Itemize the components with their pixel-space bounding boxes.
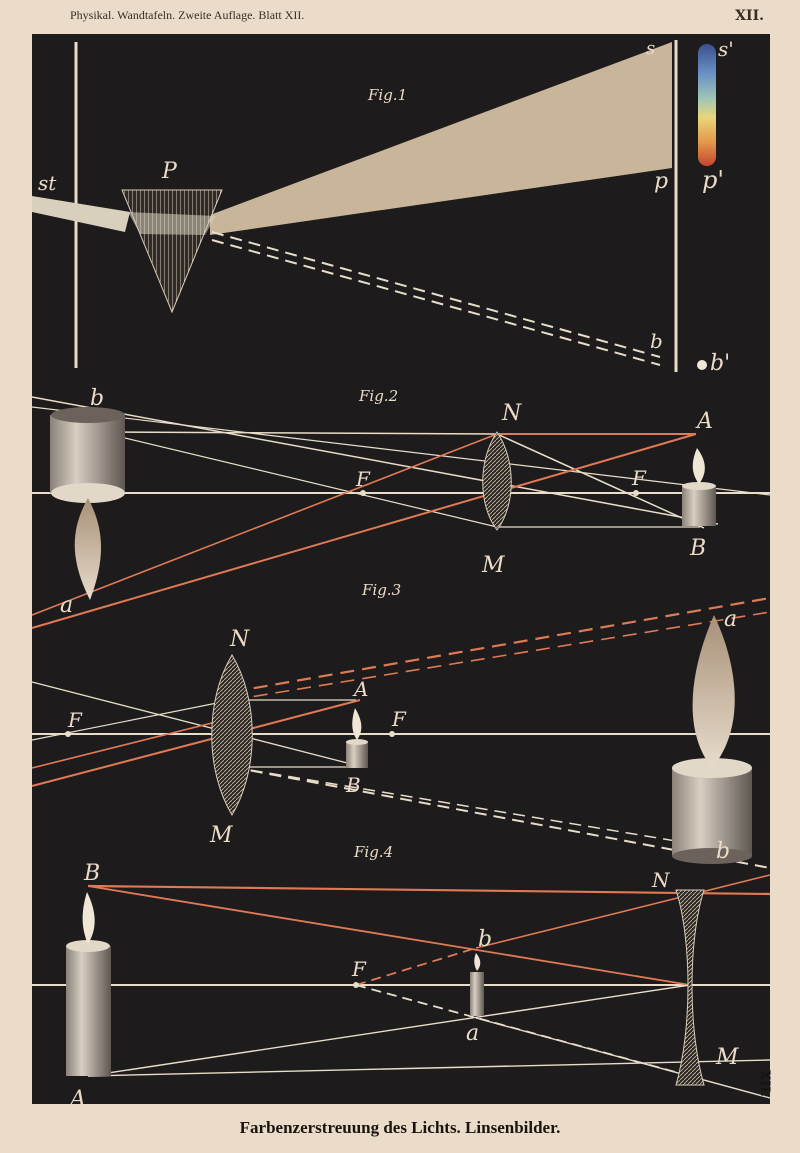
concave-lens-NM [675,889,705,1086]
label-B: B [689,536,706,561]
lens-NM [211,654,253,816]
label-p-prime: p' [702,166,724,194]
side-plate-mark: XII. [757,1070,772,1097]
label-b: b [716,839,730,864]
ray-white-4 [496,433,705,529]
focus-F1 [360,490,366,496]
ray-red-1 [87,884,771,896]
focus-F1 [65,731,71,737]
prism-P [121,189,223,314]
ray-white-1 [87,1059,771,1077]
object-candle-top [346,739,368,745]
image-candle [50,415,125,493]
ray-red-3 [31,433,498,616]
image-candle-base [51,483,125,503]
label-P: P [161,159,178,184]
fig3-title: Fig.3 [361,581,401,599]
label-b: b [650,329,663,353]
lens-NM [482,431,512,531]
label-F2: F [391,707,407,731]
ray-red-2 [31,717,233,769]
object-candle-top [682,482,716,490]
fig1 [32,40,716,372]
image-candle-top [51,407,125,423]
fig3 [31,596,771,869]
ray-white-1 [31,396,719,525]
label-a: a [60,593,73,618]
label-F1: F [355,467,371,491]
beam-in-prism [128,212,216,235]
object-candle [682,486,716,526]
fig1-title: Fig.1 [367,86,407,104]
virtual-image-candle-bottom [672,848,752,864]
ray-red-2 [31,433,697,629]
undeviated-ray-2 [211,239,661,366]
virtual-ray-red-1 [231,596,771,694]
object-flame [692,448,705,484]
point-b-prime [697,360,707,370]
fig2 [31,396,771,629]
label-N: N [651,868,671,892]
fig2-title: Fig.2 [358,387,398,405]
virtual-ray-white [355,984,691,1077]
virtual-ray-red-2 [231,611,771,701]
label-b: b [90,386,104,411]
label-A: A [695,409,713,434]
header-plate-number: XII. [735,8,764,24]
virtual-ray-2 [231,766,731,851]
label-B: B [345,773,361,797]
label-s: s [646,38,655,59]
image-flame [74,498,102,600]
label-F1: F [67,708,83,732]
ray-red-3 [475,874,771,949]
label-M: M [209,823,233,848]
focus-F2 [633,490,639,496]
label-N: N [229,627,250,652]
incident-beam [32,196,130,232]
object-flame [352,708,362,740]
label-s-prime: s' [718,37,734,61]
object-candle [66,946,111,1076]
object-flame [82,892,95,944]
plate-title: Farbenzerstreuung des Lichts. Linsenbild… [239,1118,561,1137]
label-A: A [352,677,368,701]
label-p: p [654,169,668,194]
label-a: a [724,607,737,632]
fig4 [32,874,771,1099]
image-candle [470,972,484,1016]
object-candle [346,742,368,768]
ray-white-3 [99,431,498,435]
label-N: N [501,401,522,426]
virtual-image-flame [692,615,735,768]
label-a: a [466,1021,479,1046]
header-left: Physikal. Wandtafeln. Zweite Auflage. Bl… [70,8,305,22]
spectrum-bar [698,44,716,166]
ray-white-1 [31,681,356,766]
label-F2: F [631,466,647,490]
label-M: M [481,553,505,578]
image-flame [474,953,481,971]
label-A: A [68,1087,86,1112]
label-F: F [351,957,367,981]
label-st: st [38,171,57,195]
focus-F2 [389,731,395,737]
label-b-prime: b' [710,351,730,376]
object-candle-top [66,940,110,952]
dispersed-beam [210,42,672,235]
fig4-title: Fig.4 [353,843,393,861]
virtual-image-candle [672,768,752,856]
ray-white-2 [31,406,771,496]
label-M: M [715,1045,739,1070]
ray-white-2 [87,984,691,1077]
label-B: B [83,861,100,886]
undeviated-ray-1 [211,231,661,358]
ray-red-2 [87,885,691,986]
ray-red-1 [31,699,361,787]
virtual-ray-red [355,947,477,986]
focus-F [353,982,359,988]
label-b: b [478,927,492,952]
